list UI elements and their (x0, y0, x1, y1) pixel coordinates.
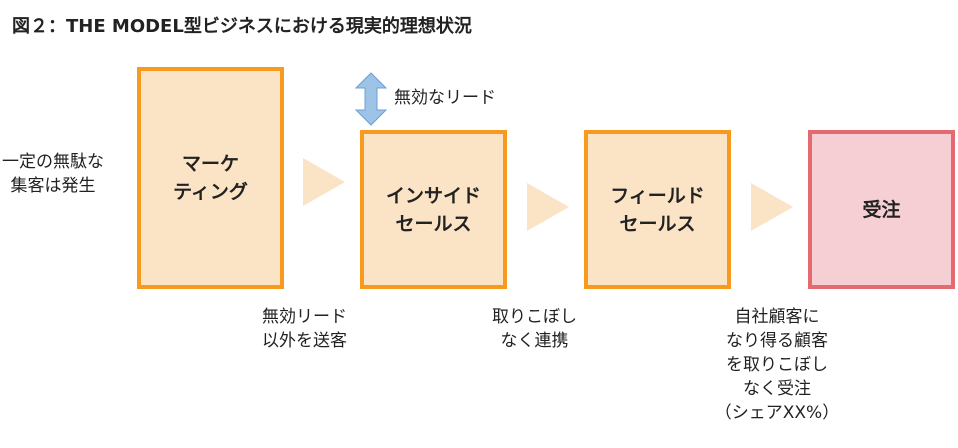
diagram-title: 図２：THE MODEL型ビジネスにおける現実的理想状況 (12, 16, 472, 37)
left-note-line1: 一定の無駄な (2, 152, 104, 172)
flow-arrow-2 (527, 183, 569, 231)
field-sales-box: フィールド セールス (584, 130, 731, 289)
marketing-label-line2: ティング (173, 181, 248, 203)
flow-arrow-1 (303, 158, 345, 206)
bottom-note-3-line5: （シェアXX%） (714, 403, 840, 423)
bottom-note-1: 無効リード 以外を送客 (262, 305, 347, 353)
bottom-note-1-line2: 以外を送客 (262, 331, 347, 351)
bottom-note-3-line3: を取りこぼし (726, 355, 828, 375)
bottom-note-2-line1: 取りこぼし (492, 307, 577, 327)
updown-arrow-icon (354, 72, 388, 126)
invalid-lead-note: 無効なリード (394, 88, 496, 108)
bottom-note-2: 取りこぼし なく連携 (492, 305, 577, 353)
bottom-note-3-line2: なり得る顧客 (726, 331, 828, 351)
inside-sales-label-line1: インサイド (385, 184, 481, 207)
field-sales-label-line2: セールス (619, 212, 696, 235)
left-note-line2: 集客は発生 (10, 176, 96, 196)
bottom-note-3-line1: 自社顧客に (734, 307, 820, 327)
bottom-note-3-line4: なく受注 (743, 379, 811, 399)
flow-arrow-3 (751, 183, 793, 231)
order-box: 受注 (808, 130, 955, 289)
inside-sales-box: インサイド セールス (360, 130, 507, 289)
bottom-note-2-line2: なく連携 (500, 331, 569, 351)
bottom-note-1-line1: 無効リード (262, 307, 347, 327)
left-note: 一定の無駄な 集客は発生 (2, 150, 104, 198)
order-label: 受注 (862, 198, 901, 221)
bottom-note-3: 自社顧客に なり得る顧客 を取りこぼし なく受注 （シェアXX%） (692, 305, 862, 425)
field-sales-label-line1: フィールド (610, 184, 705, 207)
inside-sales-label-line2: セールス (395, 212, 472, 235)
marketing-box: マーケ ティング (137, 67, 284, 289)
marketing-label-line1: マーケ (181, 153, 239, 175)
